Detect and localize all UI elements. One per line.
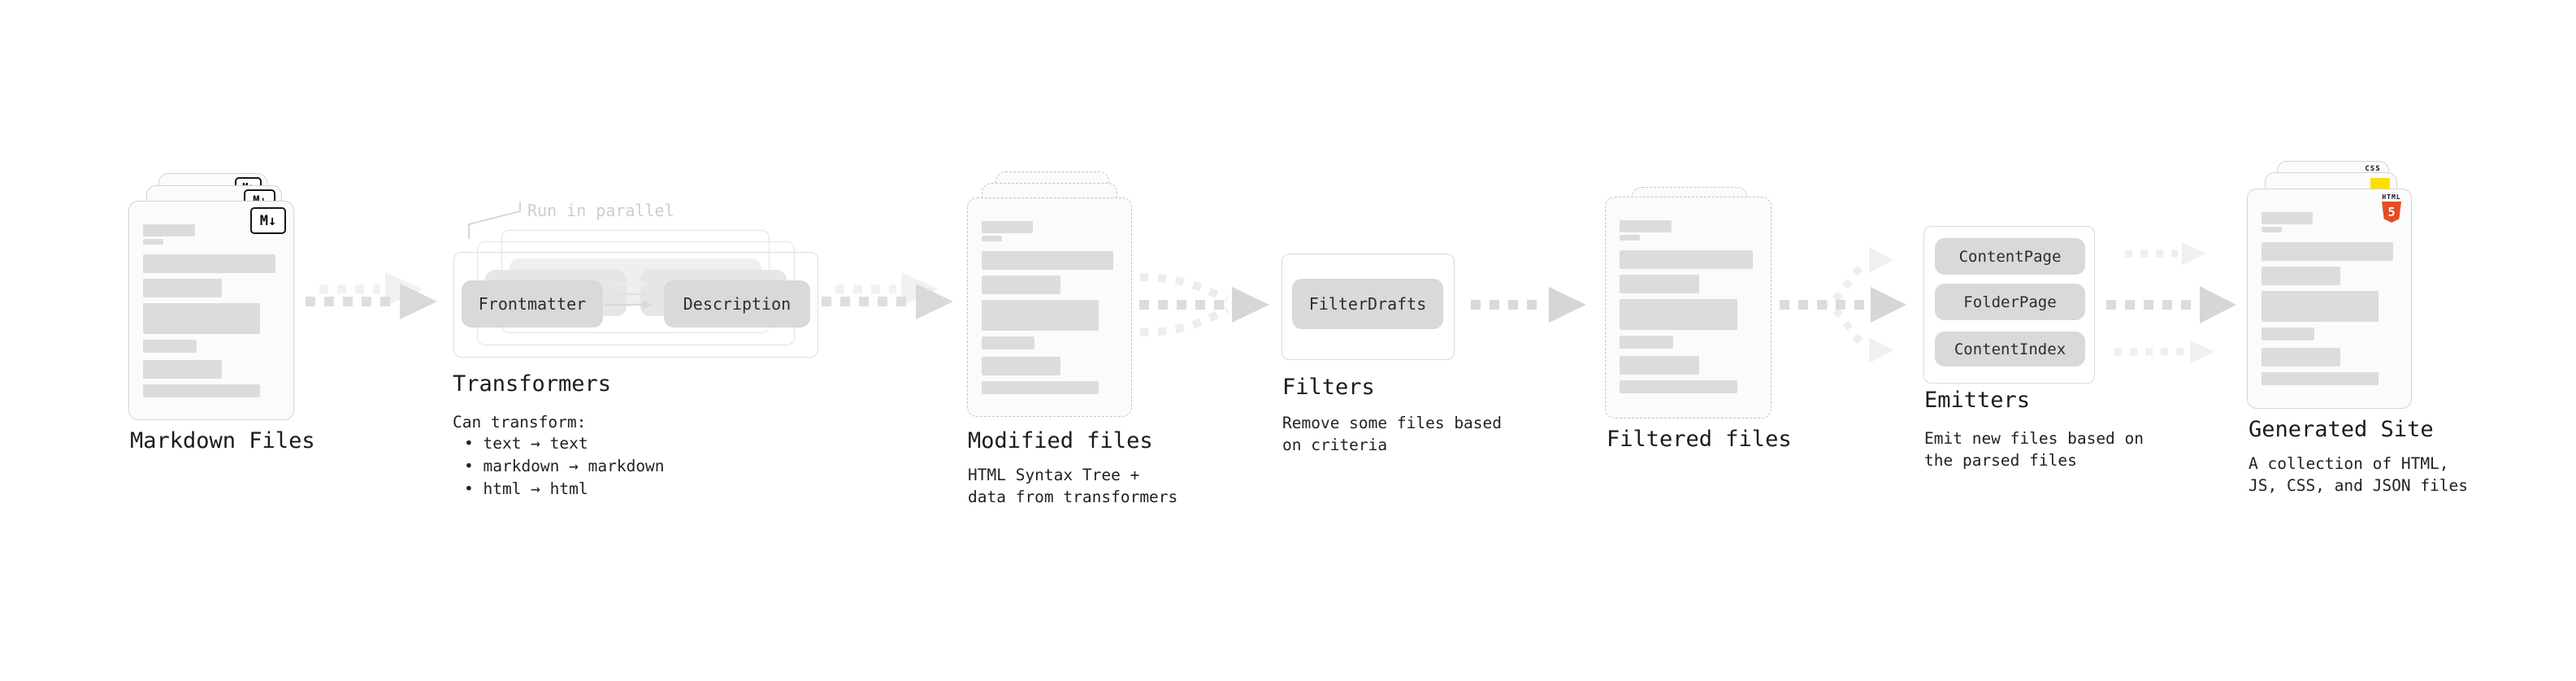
text-line-placeholder [982, 251, 1113, 270]
text-line-placeholder [1620, 299, 1738, 330]
html5-icon: HTML 5 [2381, 194, 2402, 223]
file-content-placeholder [2262, 212, 2397, 385]
text-line-placeholder [2262, 227, 2283, 232]
markdown-files-label: Markdown Files [130, 428, 315, 453]
text-line-placeholder [1620, 380, 1738, 393]
filtered-file-card-front [1605, 197, 1772, 419]
transformer-frontmatter-pill: Frontmatter [462, 280, 603, 327]
text-line-placeholder [982, 357, 1060, 375]
markdown-files-stack: M↓ M↓ M↓ [128, 173, 294, 420]
run-in-parallel-note: Run in parallel [527, 201, 674, 220]
generated-site-desc: A collection of HTML, JS, CSS, and JSON … [2249, 454, 2469, 495]
text-line-placeholder [143, 239, 164, 245]
text-line-placeholder [982, 236, 1003, 241]
text-line-placeholder [143, 384, 261, 397]
text-line-placeholder [1620, 356, 1700, 375]
text-line-placeholder [982, 221, 1034, 233]
transformer-pill-label: Description [683, 294, 791, 314]
html-file-card: HTML 5 [2247, 189, 2412, 409]
transformer-inner-arrows [605, 280, 653, 309]
filters-heading: Filters [1282, 375, 1375, 400]
javascript-icon [2370, 178, 2390, 191]
html5-icon-number: 5 [2387, 205, 2396, 219]
html5-icon-shield: 5 [2382, 202, 2401, 223]
text-line-placeholder [143, 360, 223, 379]
text-line-placeholder [1620, 250, 1753, 269]
text-line-placeholder [982, 275, 1060, 294]
flow-arrow-filters-to-filtered [1471, 287, 1586, 323]
text-line-placeholder [982, 336, 1035, 349]
emitters-heading: Emitters [1924, 388, 2031, 413]
filter-drafts-pill: FilterDrafts [1292, 279, 1443, 329]
text-line-placeholder [2262, 372, 2379, 385]
flow-arrow-transformers-to-modified [822, 272, 953, 319]
transformer-layer-front [453, 252, 818, 358]
modified-files-label: Modified files [968, 428, 1153, 453]
flow-arrow-markdown-to-transformers [306, 272, 437, 319]
text-line-placeholder [143, 303, 261, 334]
html5-icon-word: HTML [2382, 193, 2401, 201]
text-line-placeholder [2262, 291, 2379, 322]
file-content-placeholder [143, 224, 280, 397]
emitter-pill-label: ContentPage [1958, 247, 2062, 266]
text-line-placeholder [2262, 348, 2340, 367]
emitter-content-page-pill: ContentPage [1935, 238, 2085, 275]
run-in-parallel-leader-line [468, 202, 521, 239]
text-line-placeholder [2262, 212, 2314, 224]
generated-site-stack: CSS HTML 5 [2247, 161, 2412, 409]
filters-container: FilterDrafts [1281, 254, 1455, 360]
modified-files-stack [967, 171, 1132, 417]
filters-desc: Remove some files based on criteria [1282, 414, 1503, 454]
markdown-file-card-front: M↓ [128, 201, 294, 420]
bullet-item: • text → text [464, 434, 588, 453]
text-line-placeholder [1620, 220, 1672, 232]
emitter-folder-page-pill: FolderPage [1935, 284, 2085, 320]
transformer-description-pill: Description [664, 280, 810, 327]
markdown-icon: M↓ [250, 207, 286, 234]
text-line-placeholder [1620, 235, 1641, 241]
css-icon-label: CSS [2365, 165, 2381, 173]
modified-file-card-front [967, 197, 1132, 417]
generated-site-label: Generated Site [2249, 417, 2434, 442]
text-line-placeholder [2262, 267, 2340, 285]
emitter-content-index-pill: ContentIndex [1935, 332, 2085, 367]
transformers-stack: Frontmatter Description [453, 229, 819, 359]
markdown-icon-glyph: M↓ [259, 212, 277, 229]
modified-files-desc: HTML Syntax Tree + data from transformer… [968, 466, 1178, 506]
text-line-placeholder [1620, 336, 1673, 349]
text-line-placeholder [982, 381, 1099, 394]
text-line-placeholder [143, 224, 195, 236]
flow-arrow-emitters-to-generated [2106, 242, 2236, 363]
emitter-pill-label: ContentIndex [1954, 340, 2066, 358]
file-content-placeholder [982, 221, 1117, 394]
emitter-pill-label: FolderPage [1963, 293, 2057, 311]
text-line-placeholder [1620, 275, 1700, 293]
text-line-placeholder [143, 254, 275, 273]
transformers-desc-title: Can transform: [453, 413, 587, 432]
transformers-heading: Transformers [453, 371, 612, 397]
text-line-placeholder [2262, 327, 2315, 340]
filtered-files-stack [1605, 187, 1772, 419]
bullet-item: • html → html [464, 479, 588, 498]
filter-pill-label: FilterDrafts [1308, 294, 1427, 314]
text-line-placeholder [2262, 242, 2393, 261]
text-line-placeholder [982, 300, 1099, 331]
file-content-placeholder [1620, 220, 1757, 393]
flow-arrow-filtered-to-emitters [1780, 247, 1906, 363]
bullet-item: • markdown → markdown [464, 457, 665, 475]
transformers-bullet-list: • text → text • markdown → markdown • ht… [453, 432, 665, 501]
text-line-placeholder [143, 340, 197, 353]
transformer-pill-label: Frontmatter [478, 294, 587, 314]
flow-arrow-modified-to-filters [1139, 273, 1269, 336]
text-line-placeholder [143, 279, 223, 297]
emitters-container: ContentPage FolderPage ContentIndex [1923, 226, 2095, 384]
filtered-files-label: Filtered files [1607, 427, 1792, 452]
emitters-desc: Emit new files based on the parsed files [1924, 429, 2144, 470]
